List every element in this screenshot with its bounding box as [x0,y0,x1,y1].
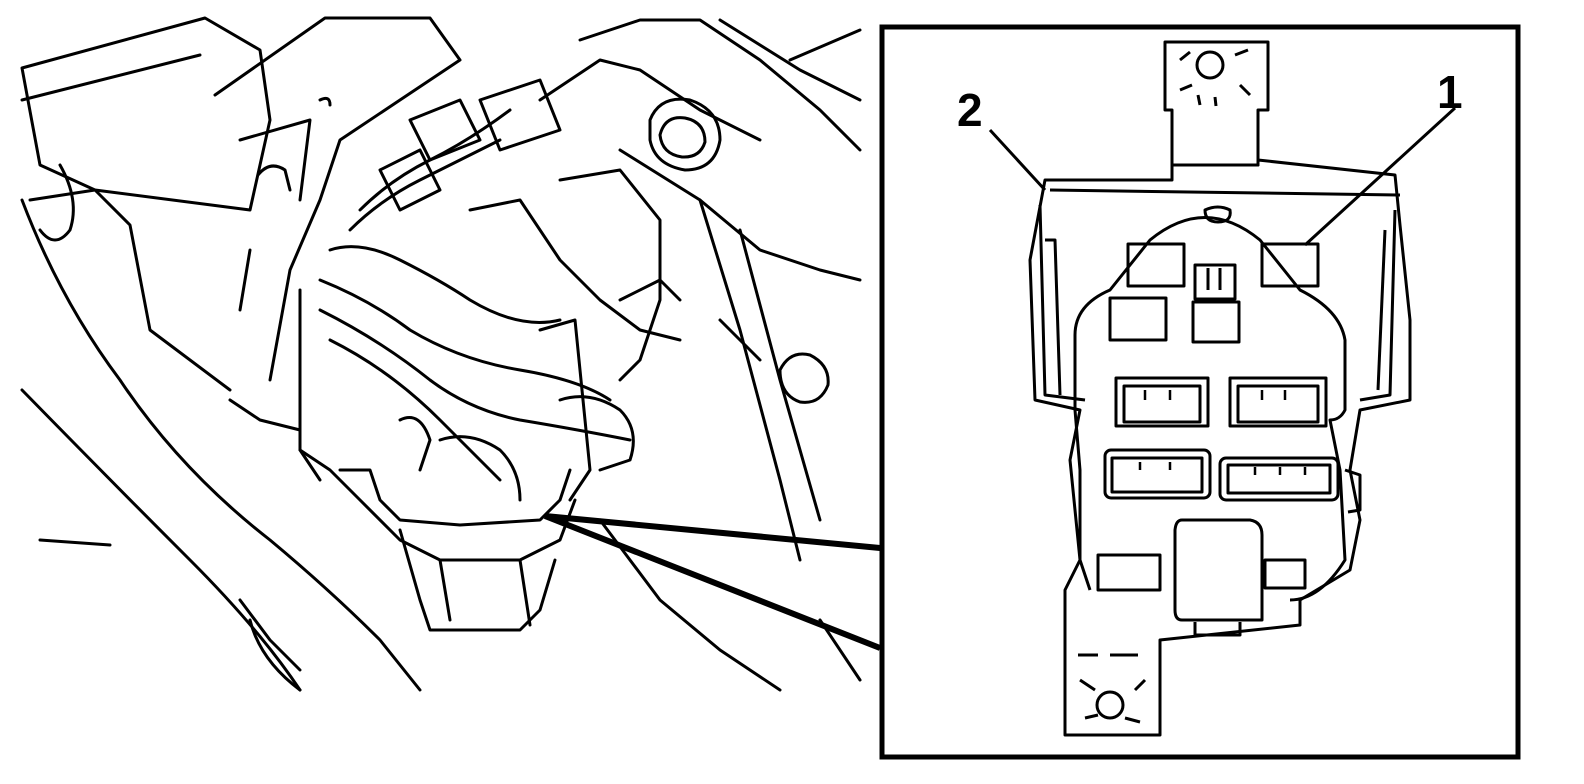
callout-label-1: 1 [1437,66,1463,118]
fuse-block-detail [1030,42,1410,735]
callout-leaders [990,108,1455,245]
magnifier-leader-lines [545,516,880,648]
vehicle-overview [22,18,860,690]
connector-pins [1140,390,1305,475]
callout-label-2: 2 [957,84,983,136]
